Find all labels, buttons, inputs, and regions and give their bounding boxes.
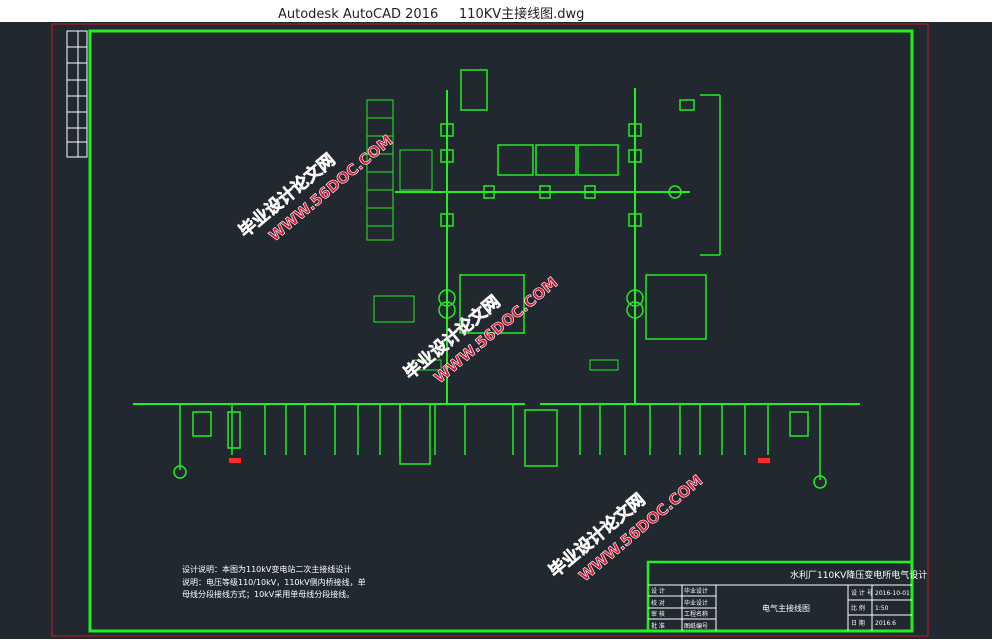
switchgear [440, 69, 721, 256]
drawing-border [88, 29, 914, 633]
tb-row-value: 2016-10-01 [875, 590, 910, 597]
note-line: 母线分段接线方式；10kV采用单母线分段接线。 [182, 589, 354, 599]
transformers [438, 185, 707, 340]
tb-row-label: 设 计 [651, 587, 665, 595]
drawing-canvas[interactable]: 设计说明：本图为110kV变电站二次主接线设计 说明：电压等级110/10kV，… [0, 22, 992, 639]
title-bar: Autodesk AutoCAD 2016 110KV主接线图.dwg [0, 0, 992, 22]
tb-row-value: 1:50 [875, 605, 889, 612]
tb-row-label: 日 期 [851, 619, 865, 627]
paper-border [51, 23, 929, 637]
project-title: 水利厂110KV降压变电所电气设计 [790, 569, 927, 581]
spec-tables [366, 99, 619, 371]
highlight-markers [229, 458, 770, 463]
left-title-strip [66, 30, 88, 158]
tb-row-label: 校 对 [651, 599, 665, 607]
tb-row-label: 审 核 [651, 610, 665, 618]
tb-row-value: 2016.6 [875, 620, 896, 627]
note-line: 设计说明：本图为110kV变电站二次主接线设计 [182, 564, 351, 574]
tb-row-value: 工程名称 [684, 610, 708, 618]
feeders [173, 403, 827, 489]
title-block: 水利厂110KV降压变电所电气设计 电气主接线图 设 计 毕业设计 校 对 毕业… [646, 560, 927, 633]
note-line: 说明：电压等级110/10kV，110kV侧内桥接线，单 [182, 577, 366, 587]
tb-row-label: 比 例 [851, 604, 865, 612]
design-notes: 设计说明：本图为110kV变电站二次主接线设计 说明：电压等级110/10kV，… [182, 564, 366, 599]
main-wiring [133, 88, 860, 405]
tb-row-value: 毕业设计 [684, 587, 708, 595]
window-title: Autodesk AutoCAD 2016 110KV主接线图.dwg [278, 7, 585, 22]
cad-drawing[interactable]: 设计说明：本图为110kV变电站二次主接线设计 说明：电压等级110/10kV，… [0, 22, 992, 639]
tb-row-label: 设 计 号 [851, 589, 873, 597]
tb-row-value: 图纸编号 [684, 622, 708, 630]
drawing-name: 电气主接线图 [762, 603, 810, 613]
tb-row-value: 毕业设计 [684, 599, 708, 607]
tb-row-label: 批 准 [651, 622, 665, 630]
